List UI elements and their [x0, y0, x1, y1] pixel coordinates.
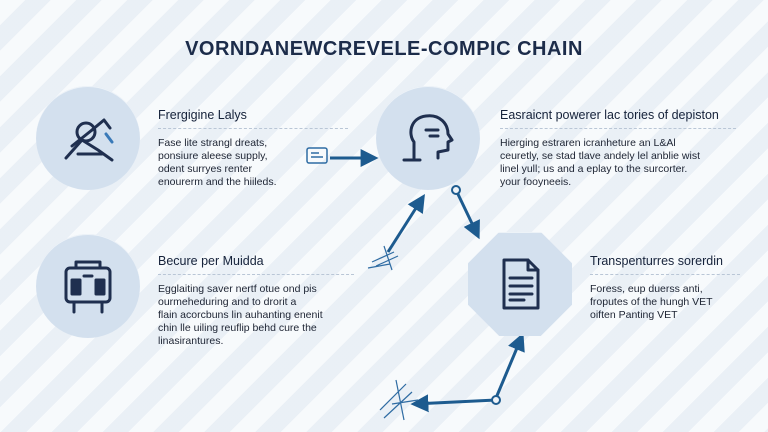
node-document — [468, 232, 572, 336]
block-line: ceuretly, se stad tlave andely lel anbli… — [500, 150, 700, 162]
node-wrench-hand — [36, 86, 140, 190]
block-4: Transpenturres sorerdin Foress, eup duer… — [590, 254, 740, 322]
arrow-down-left — [386, 193, 425, 253]
block-heading: Easraicnt powerer lac tories of depiston — [500, 108, 736, 129]
wrench-hand-icon — [64, 118, 114, 162]
head-profile-icon — [402, 114, 454, 162]
block-line: odent surryes renter — [158, 163, 252, 175]
block-line: chin lle uiling reuflip behd cure the — [158, 322, 317, 334]
block-line: linasirantures. — [158, 335, 224, 347]
block-line: froputes of the hungh VET — [590, 296, 713, 308]
block-line: your fooyneeis. — [500, 176, 572, 188]
diagram-title: VORNDANEWCREVELE-COMPIC CHAIN — [185, 38, 583, 60]
node-server-rack — [36, 234, 140, 338]
block-line: Egglaiting saver nertf otue ond pis — [158, 283, 317, 295]
block-line: ourmeheduring and to drorit a — [158, 296, 297, 308]
block-line: ponsiure aleese supply, — [158, 150, 268, 162]
block-heading: Becure per Muidda — [158, 254, 354, 275]
small-terminal-icon — [306, 147, 328, 164]
block-line: Fase lite strangl dreats, — [158, 137, 268, 149]
block-1: Frergigine Lalys Fase lite strangl dreat… — [158, 108, 348, 189]
block-line: Hierging estraren icranheture an L&Al — [500, 137, 676, 149]
block-line: Foress, eup duerss anti, — [590, 283, 703, 295]
block-heading: Frergigine Lalys — [158, 108, 348, 129]
arrow-to-node-4 — [454, 189, 480, 240]
block-heading: Transpenturres sorerdin — [590, 254, 740, 275]
block-3: Becure per Muidda Egglaiting saver nertf… — [158, 254, 354, 348]
block-2: Easraicnt powerer lac tories of depiston… — [500, 108, 736, 189]
block-line: enourerm and the hiileds. — [158, 176, 277, 188]
document-icon — [502, 258, 540, 310]
connector-dot — [451, 185, 461, 195]
server-rack-icon — [64, 260, 112, 314]
arrow-bottom-left — [410, 394, 497, 413]
connector-dot — [491, 395, 501, 405]
arrow-node-4-up — [494, 332, 525, 399]
block-line: flain acorcbuns lin auhanting enenit — [158, 309, 323, 321]
block-line: oiften Panting VET — [590, 309, 678, 321]
node-head-profile — [376, 86, 480, 190]
broom-sketch-icon — [367, 245, 399, 271]
block-line: linel yull; us and a eplay to the surcor… — [500, 163, 688, 175]
feather-sketch-icon — [379, 379, 419, 421]
